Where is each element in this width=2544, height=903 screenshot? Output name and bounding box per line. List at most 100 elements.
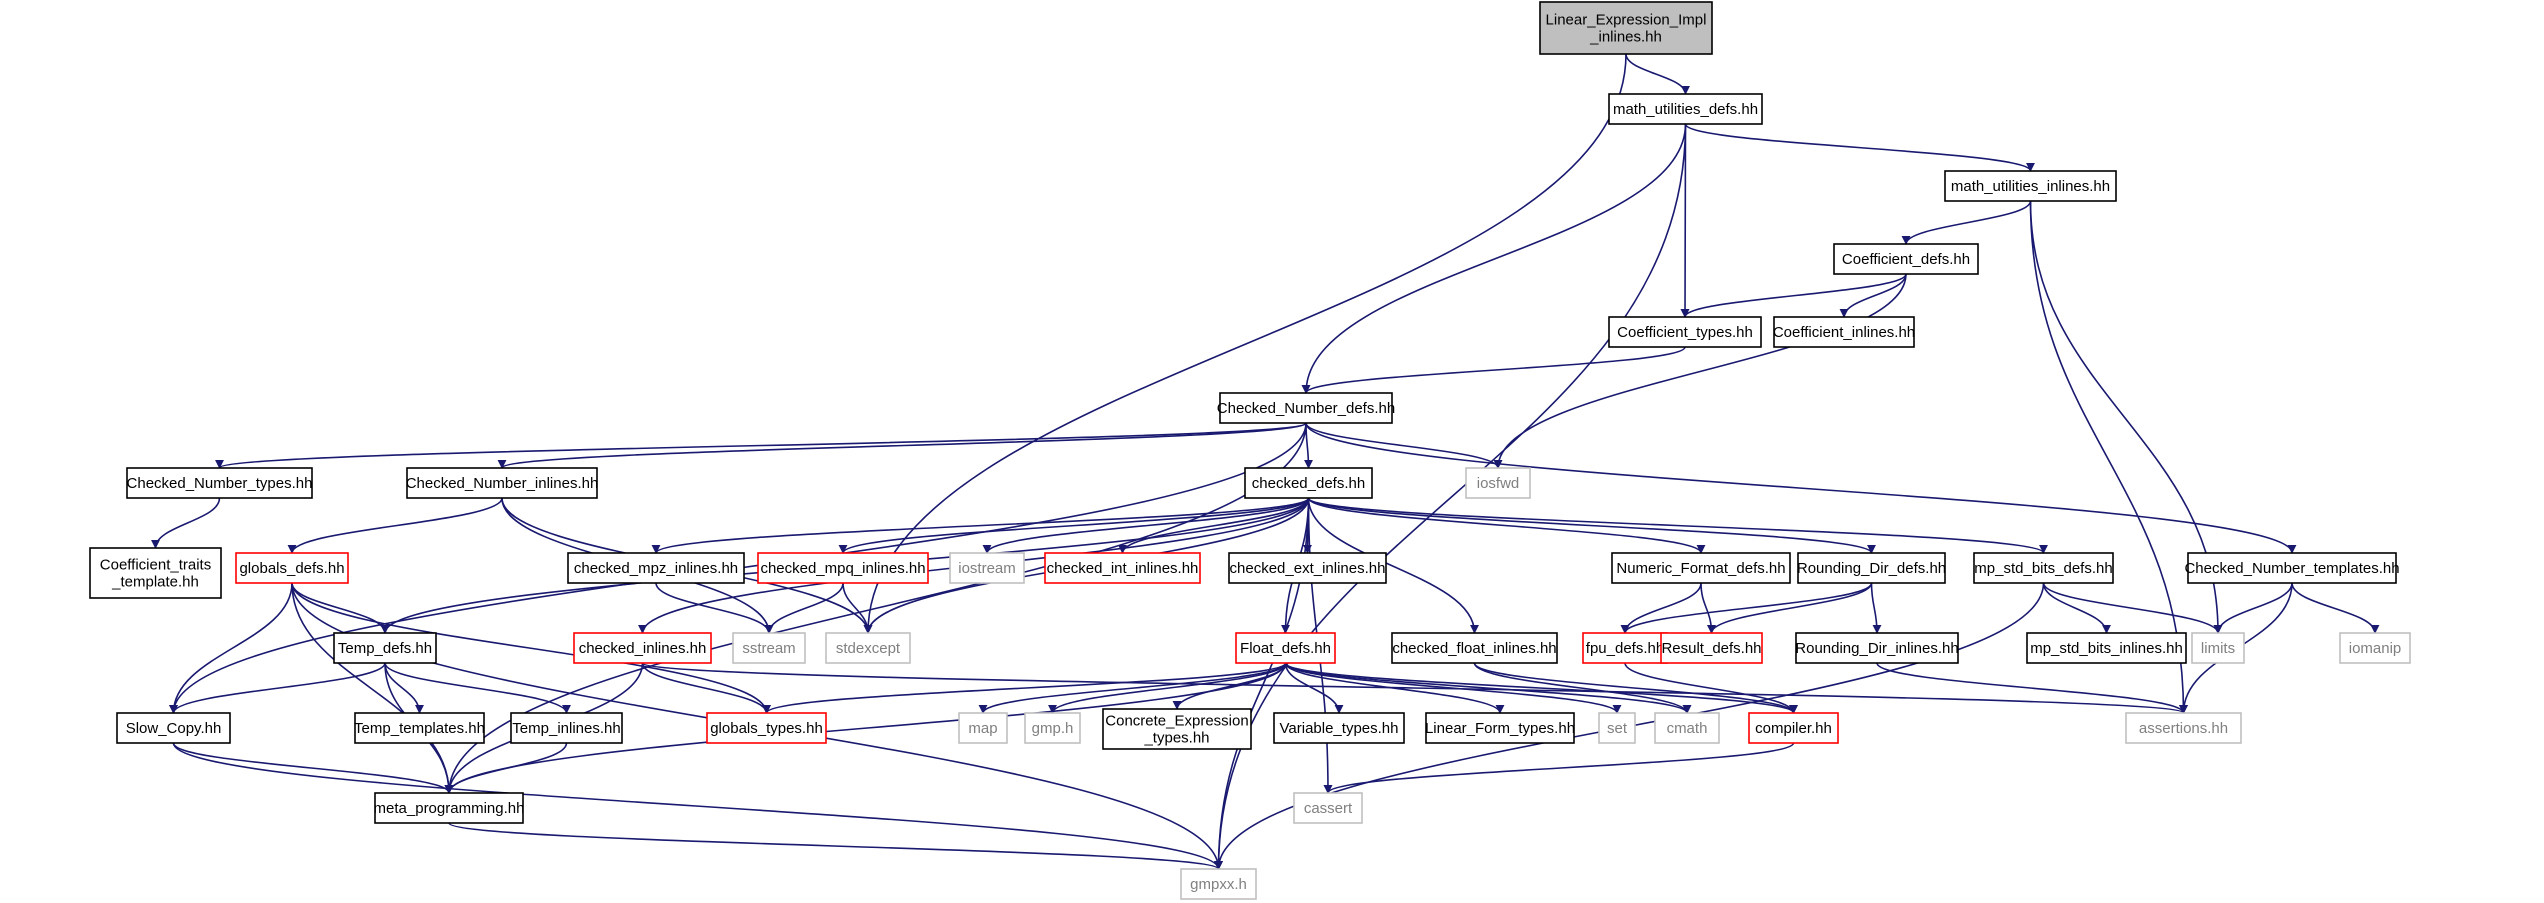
edge-checked_defs-to-checked_mpq_inlines: [838, 497, 1310, 554]
node-rounding-dir-defs[interactable]: Rounding_Dir_defs.hh: [1797, 552, 1946, 584]
node-slow-copy[interactable]: Slow_Copy.hh: [116, 712, 231, 744]
node-cmath[interactable]: cmath: [1654, 712, 1720, 744]
edge-line: [2029, 200, 2188, 714]
edge-root-to-stdexcept: [863, 53, 1627, 634]
edge-mp_std_bits_defs-to-mp_std_bits_inlines: [2042, 582, 2111, 634]
node-globals-types[interactable]: globals_types.hh: [706, 712, 827, 744]
node-box: [2125, 712, 2242, 744]
node-coefficient-defs[interactable]: Coefficient_defs.hh: [1833, 243, 1979, 275]
node-gmpxx[interactable]: gmpxx.h: [1180, 868, 1257, 900]
node-fpu-defs[interactable]: fpu_defs.hh: [1582, 632, 1668, 664]
edge-line: [842, 582, 873, 634]
edge-line: [1118, 497, 1310, 554]
node-box: [354, 712, 485, 744]
node-checked-number-inlines[interactable]: Checked_Number_inlines.hh: [406, 467, 599, 499]
edge-line: [172, 742, 454, 794]
node-temp-defs[interactable]: Temp_defs.hh: [333, 632, 437, 664]
node-stdexcept[interactable]: stdexcept: [825, 632, 911, 664]
node-math-utilities-inlines[interactable]: math_utilities_inlines.hh: [1944, 170, 2117, 202]
node-checked-int-inlines[interactable]: checked_int_inlines.hh: [1044, 552, 1201, 584]
edge-line: [1303, 422, 1313, 469]
node-label: checked_inlines.hh: [579, 640, 707, 657]
node-map[interactable]: map: [958, 712, 1008, 744]
edge-line: [641, 662, 2188, 714]
node-label: Linear_Expression_Impl: [1546, 12, 1707, 29]
node-root[interactable]: Linear_Expression_Impl_inlines.hh: [1539, 1, 1713, 55]
node-checked-float-inlines[interactable]: checked_float_inlines.hh: [1391, 632, 1558, 664]
node-box: [1044, 552, 1201, 584]
node-label: fpu_defs.hh: [1586, 640, 1664, 657]
node-label: Checked_Number_defs.hh: [1217, 400, 1395, 417]
node-sstream[interactable]: sstream: [732, 632, 806, 664]
node-checked-ext-inlines[interactable]: checked_ext_inlines.hh: [1228, 552, 1387, 584]
edge-math_utilities_inlines-to-assertions: [2029, 200, 2188, 714]
node-iosfwd[interactable]: iosfwd: [1465, 467, 1531, 499]
node-checked-number-types[interactable]: Checked_Number_types.hh: [126, 467, 313, 499]
node-result-defs[interactable]: Result_defs.hh: [1660, 632, 1763, 664]
edge-Temp_defs-to-Slow_Copy: [169, 662, 386, 714]
node-mp-std-bits-inlines[interactable]: mp_std_bits_inlines.hh: [2026, 632, 2187, 664]
node-checked-mpz-inlines[interactable]: checked_mpz_inlines.hh: [567, 552, 745, 584]
edge-Checked_Number_defs-to-Checked_Number_inlines: [497, 422, 1307, 469]
edge-checked_mpq_inlines-to-stdexcept: [842, 582, 873, 634]
node-float-defs[interactable]: Float_defs.hh: [1235, 632, 1336, 664]
node-coefficient-types[interactable]: Coefficient_types.hh: [1608, 316, 1762, 348]
node-variable-types[interactable]: Variable_types.hh: [1273, 712, 1405, 744]
node-set[interactable]: set: [1598, 712, 1636, 744]
node-checked-number-templates[interactable]: Checked_Number_templates.hh: [2184, 552, 2400, 584]
node-cassert[interactable]: cassert: [1293, 792, 1363, 824]
edge-line: [444, 742, 568, 794]
node-temp-inlines[interactable]: Temp_inlines.hh: [510, 712, 623, 744]
edge-line: [863, 53, 1627, 634]
node-mp-std-bits-defs[interactable]: mp_std_bits_defs.hh: [1973, 552, 2114, 584]
node-rounding-dir-inlines[interactable]: Rounding_Dir_inlines.hh: [1795, 632, 1959, 664]
node-coefficient-inlines[interactable]: Coefficient_inlines.hh: [1773, 316, 1915, 348]
node-compiler[interactable]: compiler.hh: [1748, 712, 1839, 744]
node-box: [1608, 93, 1763, 125]
node-label: assertions.hh: [2139, 720, 2228, 737]
node-assertions[interactable]: assertions.hh: [2125, 712, 2242, 744]
node-math-utilities-defs[interactable]: math_utilities_defs.hh: [1608, 93, 1763, 125]
node-iomanip[interactable]: iomanip: [2339, 632, 2411, 664]
node-checked-number-defs[interactable]: Checked_Number_defs.hh: [1217, 392, 1395, 424]
node-coefficient-traits-template[interactable]: Coefficient_traits_template.hh: [89, 547, 222, 599]
edge-line: [1625, 53, 1690, 95]
node-checked-defs[interactable]: checked_defs.hh: [1244, 467, 1373, 499]
node-checked-inlines[interactable]: checked_inlines.hh: [573, 632, 712, 664]
edge-checked_defs-to-iostream: [982, 497, 1310, 554]
edge-line: [1301, 123, 1687, 394]
edge-line: [1684, 123, 2035, 172]
edge-Slow_Copy-to-gmpxx: [172, 742, 1223, 870]
node-concrete-expression-types[interactable]: Concrete_Expression_types.hh: [1102, 708, 1252, 750]
node-limits[interactable]: limits: [2191, 632, 2245, 664]
node-checked-mpq-inlines[interactable]: checked_mpq_inlines.hh: [757, 552, 929, 584]
edge-globals_defs-to-globals_types: [291, 582, 771, 714]
edge-line: [1876, 662, 2188, 714]
node-label: Concrete_Expression: [1105, 713, 1248, 730]
node-globals-defs[interactable]: globals_defs.hh: [235, 552, 349, 584]
node-box: [1833, 243, 1979, 275]
node-box: [567, 552, 745, 584]
node-box: [1654, 712, 1720, 744]
node-meta-programming[interactable]: meta_programming.hh: [374, 792, 525, 824]
nodes-layer: Linear_Expression_Impl_inlines.hh math_ut…: [89, 1, 2411, 900]
node-box: [1465, 467, 1531, 499]
node-box: [1748, 712, 1839, 744]
edge-line: [2042, 582, 2223, 634]
node-linear-form-types[interactable]: Linear_Form_types.hh: [1425, 712, 1575, 744]
edge-Coefficient_defs-to-Coefficient_inlines: [1839, 273, 1907, 318]
edge-line: [1284, 662, 1798, 714]
node-iostream[interactable]: iostream: [949, 552, 1025, 584]
edge-checked_defs-to-Numeric_Format_defs: [1307, 497, 1706, 554]
edge-line: [651, 497, 1310, 554]
node-temp-templates[interactable]: Temp_templates.hh: [354, 712, 485, 744]
edge-Checked_Number_defs-to-iosfwd: [1305, 422, 1503, 469]
edge-line: [1493, 273, 1907, 469]
edge-line: [1307, 497, 1479, 634]
node-numeric-format-defs[interactable]: Numeric_Format_defs.hh: [1611, 552, 1791, 584]
edge-line: [838, 497, 1310, 554]
node-gmp-h[interactable]: gmp.h: [1024, 712, 1081, 744]
node-box: [126, 467, 313, 499]
node-label: Rounding_Dir_inlines.hh: [1795, 640, 1958, 657]
node-box: [573, 632, 712, 664]
